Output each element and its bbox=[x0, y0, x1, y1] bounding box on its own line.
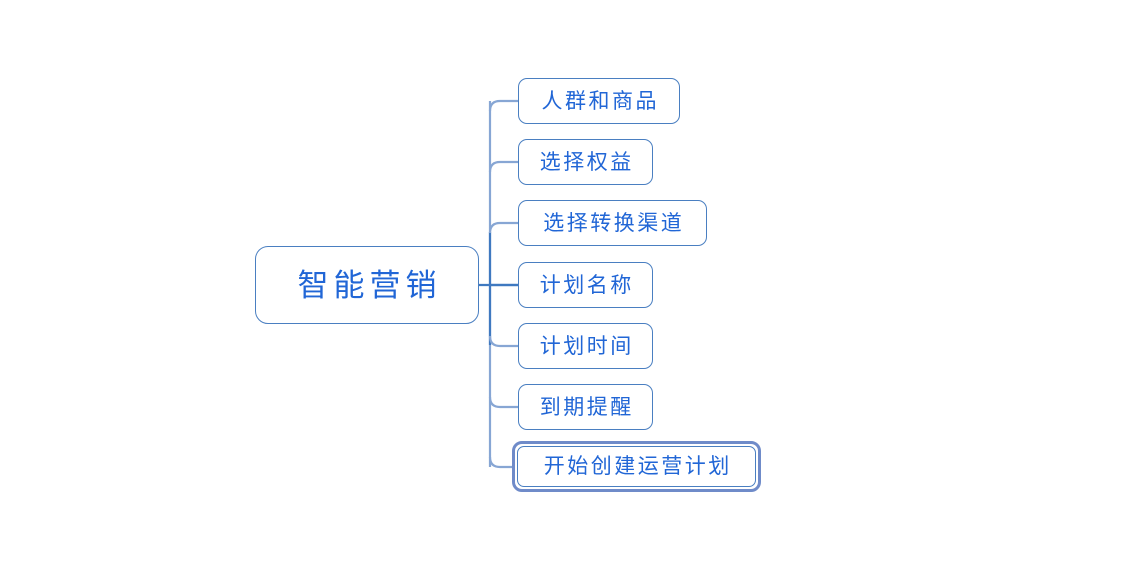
connector-branch-1 bbox=[488, 99, 518, 112]
node-label: 人群和商品 bbox=[541, 89, 659, 113]
root-node[interactable]: 智能营销 bbox=[255, 246, 479, 324]
node-start-create-operation-plan[interactable]: 开始创建运营计划 bbox=[517, 446, 756, 487]
node-label: 开始创建运营计划 bbox=[543, 455, 732, 478]
node-expiry-reminder[interactable]: 到期提醒 bbox=[518, 384, 653, 430]
node-label: 选择权益 bbox=[539, 150, 634, 174]
node-plan-name[interactable]: 计划名称 bbox=[518, 262, 653, 308]
connector-branch-7 bbox=[488, 456, 514, 469]
node-label: 到期提醒 bbox=[539, 395, 634, 419]
connector-branch-3 bbox=[488, 221, 518, 234]
node-label: 计划时间 bbox=[539, 334, 634, 358]
node-plan-time[interactable]: 计划时间 bbox=[518, 323, 653, 369]
connector-branch-5 bbox=[488, 335, 518, 348]
node-people-and-products[interactable]: 人群和商品 bbox=[518, 78, 680, 124]
connector-branch-2 bbox=[488, 160, 518, 173]
root-node-label: 智能营销 bbox=[297, 267, 442, 303]
node-select-benefits[interactable]: 选择权益 bbox=[518, 139, 653, 185]
node-label: 计划名称 bbox=[539, 273, 634, 297]
node-select-conversion-channel[interactable]: 选择转换渠道 bbox=[518, 200, 707, 246]
node-label: 选择转换渠道 bbox=[543, 211, 685, 235]
connector-branch-6 bbox=[488, 396, 518, 409]
